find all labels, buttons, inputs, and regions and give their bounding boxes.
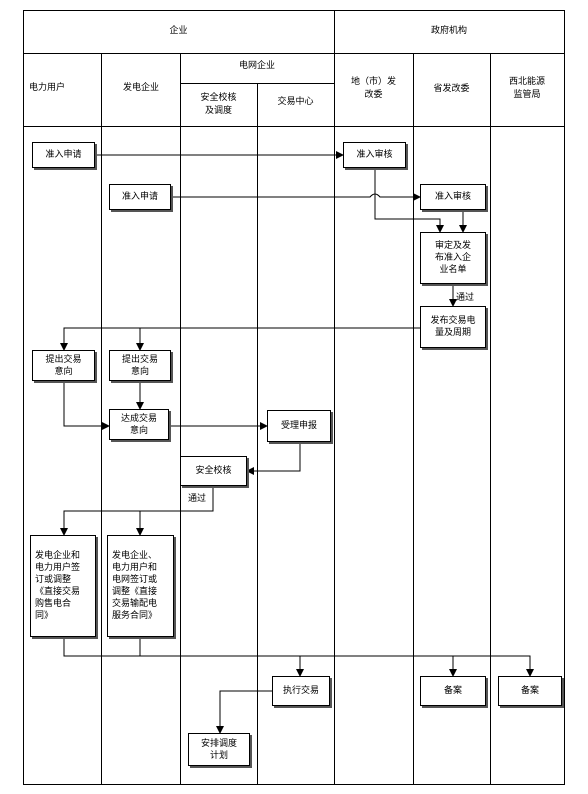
- access-review-prov-node: 准入审核: [420, 184, 486, 210]
- lane-city-ndrc: 地（市）发 改委: [350, 77, 396, 100]
- enterprise-header: 企业: [169, 26, 188, 36]
- lane-power-user: 电力用户: [29, 83, 66, 93]
- government-header: 政府机构: [430, 26, 467, 36]
- approve-list-node: 审定及发 布准入企 业名单: [420, 232, 486, 284]
- grid-enterprise-header: 电网企业: [238, 61, 275, 71]
- contract-service-node: 发电企业、 电力用户和 电网签订或 调整《直接 交易输配电 服务合同》: [107, 535, 174, 637]
- access-apply-user-node: 准入申请: [32, 142, 95, 168]
- access-apply-gen-node: 准入申请: [109, 184, 171, 210]
- record-prov-node: 备案: [420, 676, 486, 706]
- publish-volume-node: 发布交易电 量及周期: [420, 306, 486, 348]
- execute-trade-node: 执行交易: [272, 676, 330, 706]
- lane-safety-dispatch: 安全校核 及调度: [200, 93, 237, 116]
- arrange-dispatch-node: 安排调度 计划: [188, 733, 250, 766]
- pass-label-2: 通过: [188, 494, 207, 504]
- accept-report-node: 受理申报: [267, 410, 331, 442]
- lane-nw-energy: 西北能源 监管局: [508, 77, 545, 100]
- record-nw-node: 备案: [498, 676, 562, 706]
- lane-generator: 发电企业: [123, 83, 160, 93]
- intent-user-node: 提出交易 意向: [32, 350, 95, 381]
- lane-trade-center: 交易中心: [277, 97, 314, 107]
- safety-check-node: 安全校核: [180, 456, 247, 486]
- contract-purchase-node: 发电企业和 电力用户签 订或调整 《直接交易 购售电合 同》: [30, 535, 96, 637]
- intent-gen-node: 提出交易 意向: [109, 350, 171, 381]
- access-review-city-node: 准入审核: [343, 142, 406, 168]
- reach-intent-node: 达成交易 意向: [109, 409, 169, 440]
- pass-label-1: 通过: [456, 293, 475, 303]
- lane-prov-ndrc: 省发改委: [433, 84, 470, 94]
